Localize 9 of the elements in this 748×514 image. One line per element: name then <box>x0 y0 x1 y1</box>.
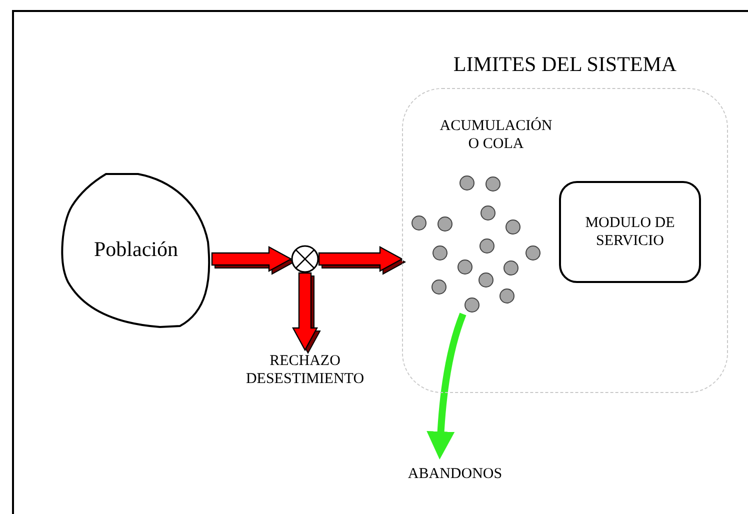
node-label: ABANDONOS <box>395 463 515 485</box>
population-label: Población <box>94 236 178 264</box>
curved-arrow <box>426 312 466 460</box>
queue-label: ACUMULACIÓN O COLA <box>438 117 554 153</box>
node-label: RECHAZO DESESTIMIENTO <box>225 350 385 390</box>
boundary-title: LIMITES DEL SISTEMA <box>452 51 678 78</box>
service-module-box: MODULO DE SERVICIO <box>559 181 701 283</box>
block-arrow <box>292 272 321 354</box>
block-arrow <box>318 246 406 275</box>
